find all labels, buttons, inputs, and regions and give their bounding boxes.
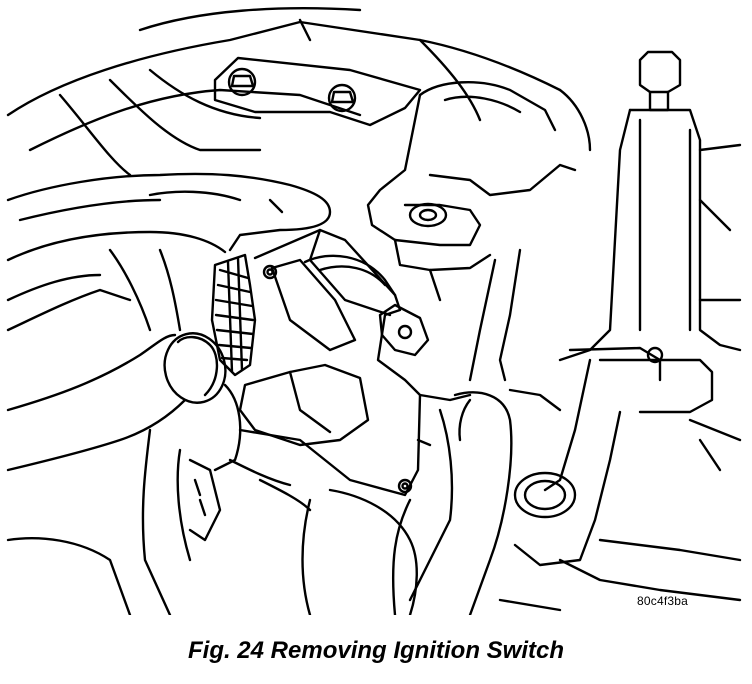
right-hand <box>8 326 511 615</box>
line-drawing <box>0 0 752 615</box>
lower-structure <box>500 390 740 610</box>
ignition-switch <box>212 230 470 495</box>
left-hand <box>8 174 330 330</box>
figure-reference-code: 80c4f3ba <box>637 594 688 608</box>
figure-caption: Fig. 24 Removing Ignition Switch <box>187 637 565 664</box>
column-clamp <box>368 82 575 380</box>
column-mounting-bracket <box>515 52 740 565</box>
steering-column-housing <box>8 8 590 300</box>
